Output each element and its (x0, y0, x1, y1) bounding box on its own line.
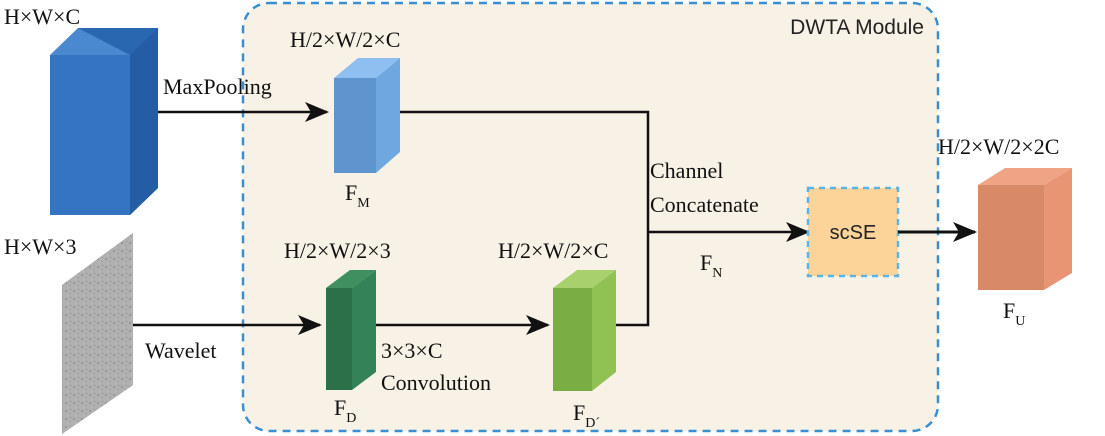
fd2-dim: H/2×W/2×C (498, 238, 608, 263)
fu-dim: H/2×W/2×2C (938, 134, 1059, 159)
fd-label: FD (334, 395, 356, 426)
fd2-label: FD´ (573, 400, 600, 431)
fd2-to-concat-line (616, 232, 650, 327)
conv-label-line1: 3×3×C (381, 338, 443, 363)
scse-label: scSE (830, 222, 877, 244)
module-title: DWTA Module (790, 16, 924, 39)
fm-block (334, 58, 400, 173)
maxpool-label: MaxPooling (163, 74, 272, 99)
input-feature-block (50, 28, 158, 215)
fd-dim: H/2×W/2×3 (284, 238, 391, 263)
fn-label: FN (700, 250, 722, 281)
concat-label-line2: Concatenate (650, 192, 759, 217)
fu-label: FU (1003, 298, 1025, 329)
fu-block (978, 168, 1072, 290)
input-image-block (62, 233, 133, 434)
concat-label-line1: Channel (650, 158, 723, 183)
input-image-dim: H×W×3 (4, 234, 76, 259)
conv-label-line2: Convolution (381, 370, 491, 395)
input-feature-dim: H×W×C (4, 4, 80, 29)
wavelet-label: Wavelet (145, 338, 217, 363)
scse-box (806, 186, 900, 278)
fd-block (326, 270, 376, 390)
fm-to-concat-line (400, 110, 650, 232)
fm-dim: H/2×W/2×C (290, 27, 400, 52)
fd2-block (553, 270, 616, 391)
fm-label: FM (345, 180, 370, 211)
